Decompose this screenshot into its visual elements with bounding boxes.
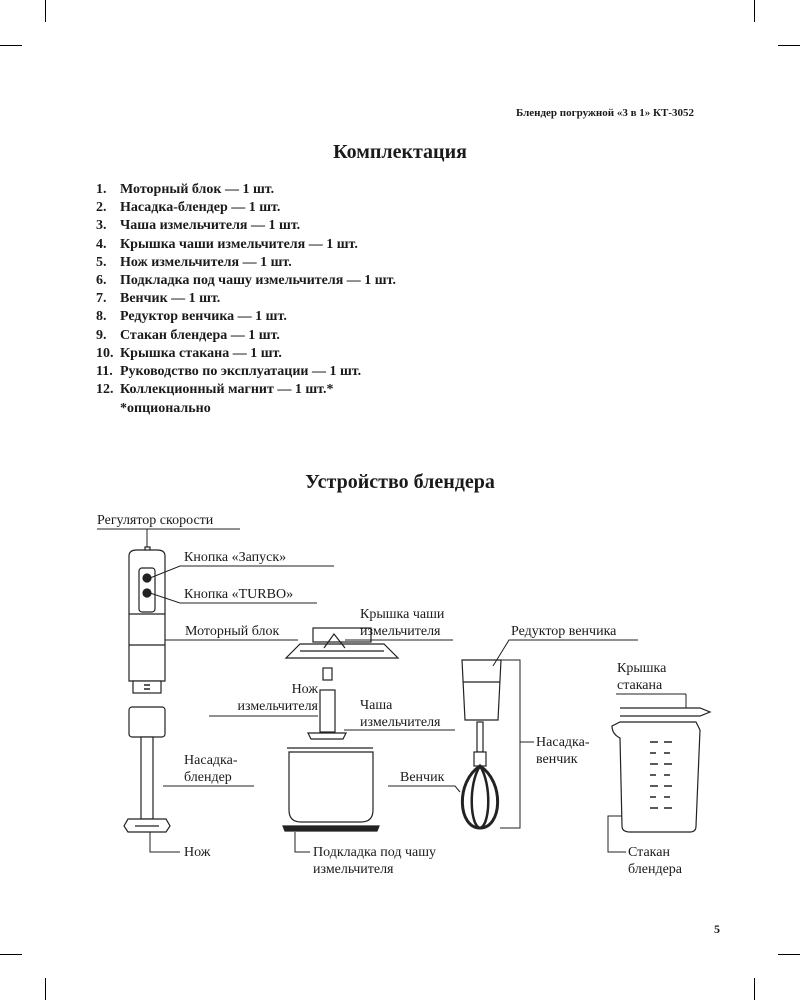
whisk-gearbox-drawing [461, 659, 502, 721]
leader-lines [97, 528, 687, 853]
crop-mark [0, 954, 22, 955]
whisk-drawing [460, 721, 500, 830]
list-item: 8.Редуктор венчика — 1 шт. [96, 309, 287, 325]
blender-attachment-drawing [123, 706, 171, 833]
crop-mark [754, 0, 755, 22]
label-whisk: Венчик [400, 770, 445, 785]
contents-title: Комплектация [333, 141, 467, 163]
list-item: 10.Крышка стакана — 1 шт. [96, 345, 282, 361]
chopper-bowl-drawing [282, 747, 380, 832]
crop-mark [778, 954, 800, 955]
label-speed-regulator: Регулятор скорости [97, 513, 214, 528]
label-turbo-button: Кнопка «TURBO» [184, 587, 294, 602]
running-header: Блендер погружной «3 в 1» КТ-3052 [515, 107, 694, 119]
crop-mark [754, 978, 755, 1000]
crop-mark [778, 45, 800, 46]
motor-block-drawing [128, 546, 166, 694]
crop-mark [45, 0, 46, 22]
label-knife: Нож [184, 845, 211, 860]
list-item: 4.Крышка чаши измельчителя — 1 шт. [96, 236, 358, 252]
list-item: 2.Насадка-блендер — 1 шт. [96, 200, 281, 216]
device-title: Устройство блендера [305, 471, 495, 493]
list-item: 3.Чаша измельчителя — 1 шт. [96, 218, 301, 234]
list-item: 6.Подкладка под чашу измельчителя — 1 шт… [96, 272, 396, 288]
page-number: 5 [714, 922, 720, 936]
contents-list: 1.Моторный блок — 1 шт. 2.Насадка-бленде… [96, 181, 396, 399]
label-whisk-attachment: Насадка-венчик [536, 735, 590, 767]
label-blender-attachment: Насадка-блендер [184, 753, 238, 785]
bowl-lid-drawing [284, 627, 400, 659]
label-motor-block: Моторный блок [185, 624, 280, 639]
list-item: 9.Стакан блендера — 1 шт. [96, 327, 280, 343]
crop-mark [45, 978, 46, 1000]
list-item: 12.Коллекционный магнит — 1 шт.* [96, 382, 334, 398]
list-item: 11.Руководство по эксплуатации — 1 шт. [96, 363, 362, 379]
label-whisk-gearbox: Редуктор венчика [511, 624, 617, 639]
blender-cup-drawing [611, 707, 712, 833]
list-item: 1.Моторный блок — 1 шт. [96, 182, 275, 197]
optional-note: *опционально [120, 401, 211, 416]
chopper-knife-drawing [307, 667, 347, 740]
list-item: 5.Нож измельчителя — 1 шт. [96, 254, 292, 270]
label-start-button: Кнопка «Запуск» [184, 550, 287, 565]
list-item: 7.Венчик — 1 шт. [96, 291, 221, 307]
crop-mark [0, 45, 22, 46]
